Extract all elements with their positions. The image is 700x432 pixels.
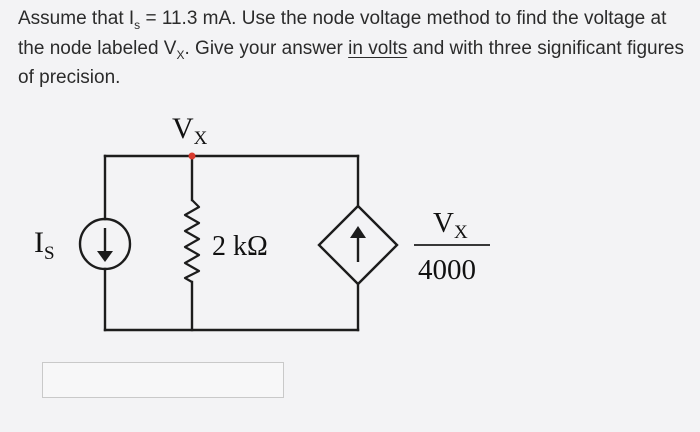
dependent-source-diamond [317,204,399,286]
dependent-numerator: VX [433,207,468,243]
resistor-zigzag [183,199,201,283]
question-line-3: of precision. [18,67,121,88]
numerator-v: V [433,207,454,239]
question-line-2: the node labeled VX. Give your answer in… [18,34,694,64]
down-arrow-icon [97,251,113,262]
q1-subscript-s: s [134,17,141,32]
q1-text-a: Assume that I [18,8,135,29]
answer-input[interactable] [42,362,284,398]
q2-subscript-x: X [176,47,185,62]
circuit-wires [103,154,360,332]
up-arrow-icon [350,226,366,238]
question-text: Assume that Is = 11.3 mA. Use the node v… [18,4,694,93]
dependent-denominator: 4000 [418,254,476,286]
dependent-current-source [317,204,399,286]
current-source-circle [78,217,132,271]
q1-text-b: = 11.3 mA. Use the node voltage method t… [140,8,667,29]
node-vx-subscript: X [194,128,208,149]
node-vx-label: VX [172,112,208,149]
independent-current-source [78,217,132,271]
current-source-label: IS [34,226,55,264]
is-main: I [34,226,44,259]
is-subscript: S [44,243,55,264]
q2-text-a: the node labeled V [18,37,177,59]
node-vx-dot [188,152,196,160]
question-line-1: Assume that Is = 11.3 mA. Use the node v… [18,4,694,34]
q2-text-b: . Give your answer [184,37,349,59]
q2-text-c: and with three significant figures [407,37,685,59]
node-vx-main: V [172,112,194,145]
in-volts-emphasis: in volts [348,37,408,59]
resistor-label: 2 kΩ [212,231,268,262]
numerator-subscript: X [454,222,468,243]
